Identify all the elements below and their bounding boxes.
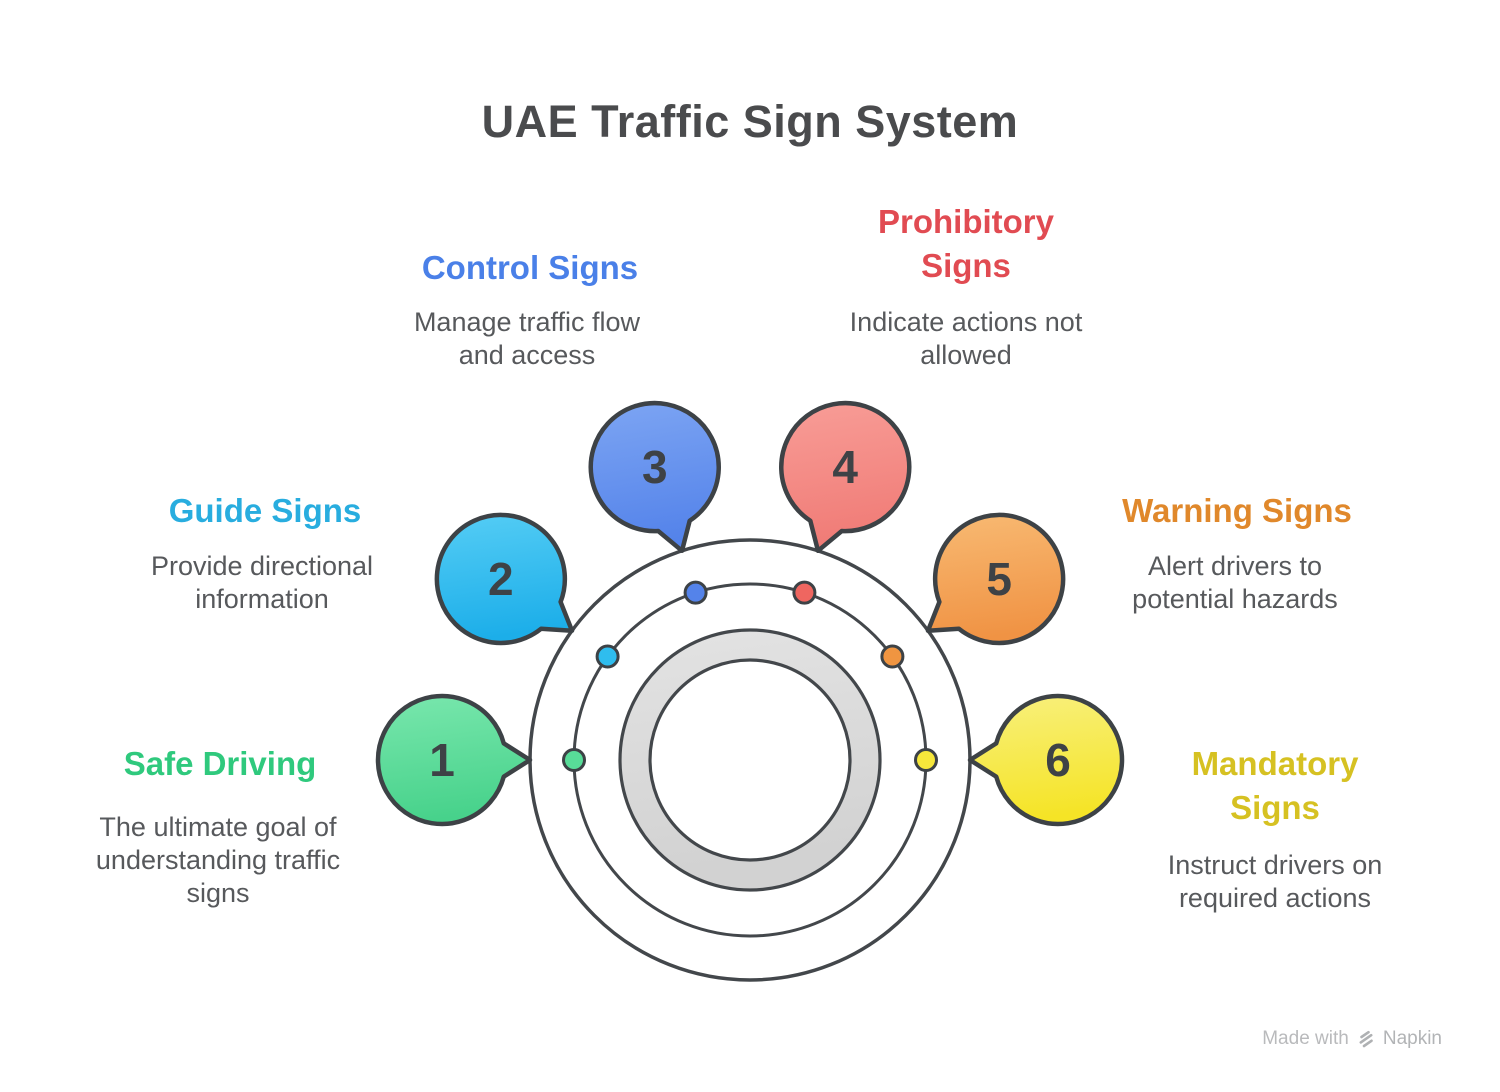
- made-with-label: Made with: [1262, 1028, 1349, 1049]
- item-desc-guide-signs: Provide directional information: [150, 551, 374, 615]
- item-desc-safe-driving: The ultimate goal of understanding traff…: [95, 812, 341, 909]
- bubble-balloon-shape: [779, 400, 912, 554]
- bubble-balloon-shape: [434, 512, 575, 646]
- bubble-number: 4: [832, 441, 858, 493]
- bubble-number: 3: [642, 441, 668, 493]
- donut-ring-outer-edge: [618, 628, 882, 892]
- item-desc-prohibitory-signs: Indicate actions not allowed: [849, 307, 1083, 371]
- donut-ring: [620, 630, 880, 890]
- bubble-2: 2: [434, 512, 575, 646]
- bubble-balloon-shape: [967, 693, 1125, 827]
- bubble-number: 5: [986, 553, 1012, 605]
- bubble-balloon-shape: [375, 693, 533, 827]
- bubble-balloon-shape: [588, 400, 721, 554]
- orbit-dot-6: [914, 748, 938, 772]
- orbit-dot-2: [595, 644, 620, 669]
- item-title-mandatory-signs: Mandatory Signs: [1191, 745, 1359, 826]
- item-desc-control-signs: Manage traffic flow and access: [413, 307, 641, 371]
- item-title-guide-signs: Guide Signs: [168, 492, 362, 529]
- page-title: UAE Traffic Sign System: [481, 96, 1019, 147]
- item-desc-mandatory-signs: Instruct drivers on required actions: [1167, 850, 1383, 914]
- bubble-4: 4: [779, 400, 912, 554]
- outer-ring: [528, 538, 972, 982]
- item-title-warning-signs: Warning Signs: [1122, 492, 1352, 529]
- bubble-5: 5: [925, 512, 1066, 646]
- orbit-dot-1: [562, 748, 586, 772]
- bubble-number: 1: [429, 734, 455, 786]
- bubble-3: 3: [588, 400, 721, 554]
- bubble-balloon-shape: [925, 512, 1066, 646]
- bubble-number: 2: [488, 553, 514, 605]
- napkin-brand-label: Napkin: [1382, 1028, 1442, 1049]
- donut-ring-inner-edge: [648, 658, 852, 862]
- napkin-logo-icon: [1356, 1029, 1376, 1049]
- item-desc-warning-signs: Alert drivers to potential hazards: [1132, 551, 1338, 615]
- item-title-control-signs: Control Signs: [421, 249, 639, 286]
- orbit-dot-4: [792, 580, 817, 605]
- orbit-dot-3: [683, 580, 708, 605]
- bubble-1: 1: [375, 693, 533, 827]
- bubble-number: 6: [1045, 734, 1071, 786]
- orbit-dot-5: [880, 644, 905, 669]
- made-with-napkin-watermark: Made with Napkin: [1262, 1028, 1442, 1050]
- item-title-prohibitory-signs: Prohibitory Signs: [877, 203, 1054, 284]
- bubble-6: 6: [967, 693, 1125, 827]
- item-title-safe-driving: Safe Driving: [123, 745, 317, 782]
